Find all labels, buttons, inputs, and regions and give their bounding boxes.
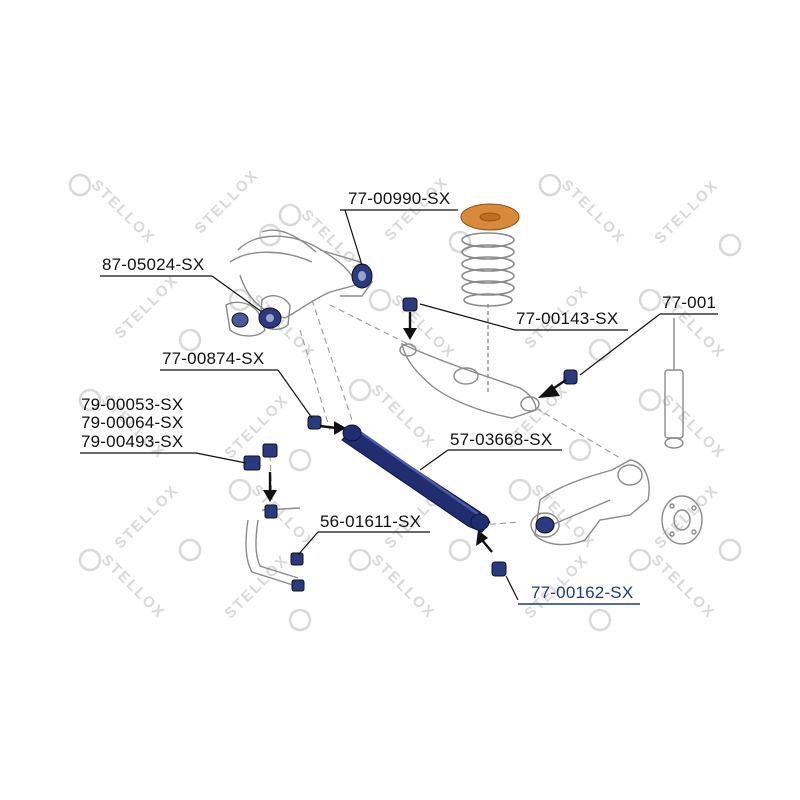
part-label-77-001[interactable]: 77-001 <box>662 293 717 312</box>
part-label-79-00064[interactable]: 79-00064-SX <box>81 413 184 432</box>
bushing-parts <box>243 297 578 592</box>
part-label-57-03668[interactable]: 57-03668-SX <box>450 430 553 449</box>
part-label-77-00162[interactable]: 77-00162-SX <box>531 583 634 602</box>
watermark-logo: STELLOX <box>658 391 729 462</box>
watermark-emblem <box>568 438 592 462</box>
watermark-logo: STELLOX <box>368 381 439 452</box>
shock-absorber <box>664 318 684 449</box>
part-label-87-05024[interactable]: 87-05024-SX <box>102 255 205 274</box>
part-label-77-00143[interactable]: 77-00143-SX <box>516 309 619 328</box>
watermark-emblem <box>448 230 472 254</box>
watermark-logo: STELLOX <box>191 166 262 237</box>
spring-pad <box>460 203 520 231</box>
watermark-logo: STELLOX <box>558 176 629 247</box>
watermark-logo: STELLOX <box>221 391 292 462</box>
watermark-logo: STELLOX <box>528 481 599 552</box>
watermark-emblem <box>68 173 92 197</box>
watermark-logo: STELLOX <box>651 176 722 247</box>
watermark-emblem <box>178 538 202 562</box>
watermark-emblem <box>278 203 302 227</box>
watermark-emblem <box>588 338 612 362</box>
part-label-77-00990[interactable]: 77-00990-SX <box>348 189 451 208</box>
watermark-emblem <box>538 173 562 197</box>
leader-lines <box>80 209 718 601</box>
watermark-emblem <box>628 548 652 572</box>
part-label-79-00053[interactable]: 79-00053-SX <box>81 395 184 414</box>
part-label-77-00874[interactable]: 77-00874-SX <box>162 349 265 368</box>
part-label-56-01611[interactable]: 56-01611-SX <box>320 512 422 531</box>
watermark-logo: STELLOX <box>111 271 182 342</box>
arrows <box>263 312 567 553</box>
watermark-emblem <box>508 478 532 502</box>
watermark-emblem <box>288 448 312 472</box>
watermark-emblem <box>448 538 472 562</box>
watermark-emblem <box>178 328 202 352</box>
watermark-emblem <box>348 548 372 572</box>
watermark-emblem <box>588 608 612 632</box>
watermark-logo: STELLOX <box>98 551 169 622</box>
watermark-emblem <box>288 608 312 632</box>
watermark-logo: STELLOX <box>221 551 292 622</box>
watermark-emblem <box>638 388 662 412</box>
watermark-emblem <box>718 538 742 562</box>
watermark-emblem <box>638 288 662 312</box>
part-label-79-00493[interactable]: 79-00493-SX <box>81 432 184 451</box>
watermark-logo: STELLOX <box>388 291 459 362</box>
knuckle-bushing <box>535 516 555 534</box>
watermark-logo: STELLOX <box>368 551 439 622</box>
watermark-emblem <box>78 388 102 412</box>
lateral-link <box>341 424 491 533</box>
watermark-emblem <box>78 548 102 572</box>
watermark-logo: STELLOX <box>111 481 182 552</box>
watermark-emblem <box>258 223 282 247</box>
watermark-emblem <box>718 233 742 257</box>
watermark-logo: STELLOX <box>648 551 719 622</box>
upper-control-arm <box>399 304 540 419</box>
watermark-emblem <box>368 288 392 312</box>
watermark-emblem <box>228 288 252 312</box>
watermark-emblem <box>348 378 372 402</box>
coil-spring <box>461 232 515 307</box>
subframe-bushings <box>231 263 373 329</box>
watermark-logo: STELLOX <box>248 481 319 552</box>
watermark-emblem <box>228 478 252 502</box>
watermark-logo: STELLOX <box>88 176 159 247</box>
